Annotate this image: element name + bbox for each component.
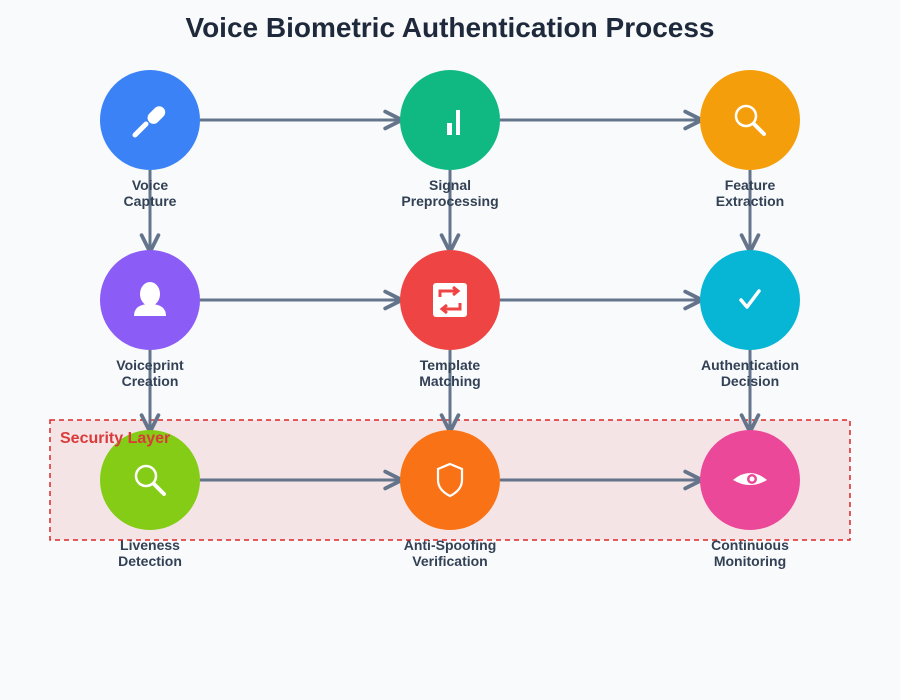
node-label-voice-capture: Voice Capture	[123, 177, 177, 209]
node-circle-signal-preprocessing	[400, 70, 500, 170]
person-icon	[134, 282, 166, 316]
node-label-continuous-monitoring: Continuous Monitoring	[711, 537, 789, 569]
bar-chart-icon	[447, 110, 460, 135]
checkmark-icon	[739, 289, 761, 309]
node-label-anti-spoofing-verification: Anti-Spoofing Verification	[403, 537, 497, 569]
node-label-liveness-detection: Liveness Detection	[118, 537, 182, 569]
security-layer-label: Security Layer	[60, 430, 171, 447]
nodes-layer	[100, 70, 800, 530]
sync-icon	[433, 283, 467, 317]
edges-layer	[139, 109, 761, 491]
node-voice-capture[interactable]	[100, 70, 200, 170]
node-label-template-matching: Template Matching	[419, 357, 481, 389]
node-circle-liveness-detection	[100, 430, 200, 530]
node-feature-extraction[interactable]	[700, 70, 800, 170]
node-continuous-monitoring[interactable]	[700, 430, 800, 530]
node-voiceprint-creation[interactable]	[100, 250, 200, 350]
node-anti-spoofing-verification[interactable]	[400, 430, 500, 530]
shield-icon	[436, 462, 464, 498]
node-template-matching[interactable]	[400, 250, 500, 350]
node-authentication-decision[interactable]	[700, 250, 800, 350]
node-label-signal-preprocessing: Signal Preprocessing	[401, 177, 499, 209]
magnifier-icon	[134, 464, 166, 496]
microphone-icon	[132, 106, 166, 138]
node-circle-feature-extraction	[700, 70, 800, 170]
node-label-voiceprint-creation: Voiceprint Creation	[116, 357, 184, 389]
diagram-title: Voice Biometric Authentication Process	[185, 12, 715, 43]
node-label-feature-extraction: Feature Extraction	[715, 177, 785, 209]
node-circle-authentication-decision	[700, 250, 800, 350]
node-circle-anti-spoofing-verification	[400, 430, 500, 530]
magnifier-icon	[734, 104, 766, 136]
node-signal-preprocessing[interactable]	[400, 70, 500, 170]
node-liveness-detection[interactable]	[100, 430, 200, 530]
node-label-authentication-decision: Authentication Decision	[701, 357, 799, 389]
eye-icon	[733, 473, 767, 485]
